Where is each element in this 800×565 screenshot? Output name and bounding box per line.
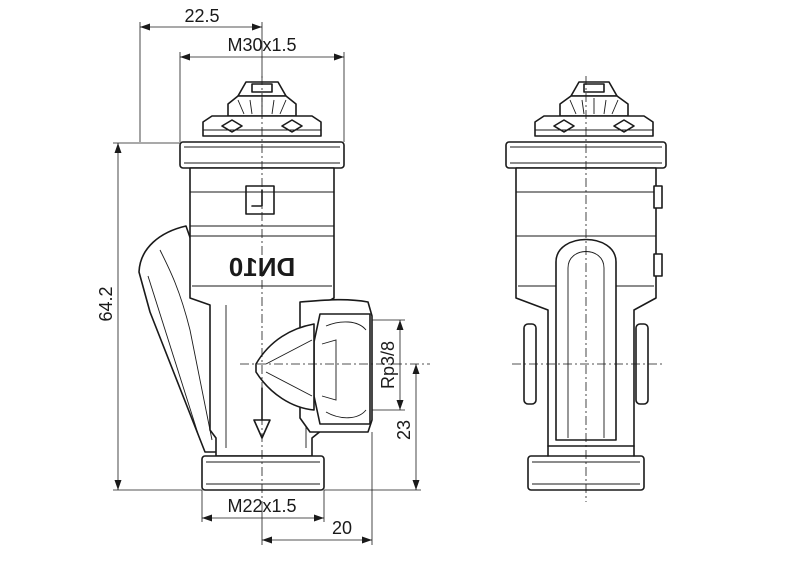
dim-thread-top: M30x1.5: [227, 35, 296, 55]
side-view: [505, 76, 667, 502]
dim-width-head: 22.5: [184, 6, 219, 26]
emblem-box: [245, 185, 275, 215]
front-view: DN10: [138, 76, 430, 502]
conical-spout: [255, 323, 315, 411]
dim-height-total: 64.2: [96, 286, 116, 321]
side-outlet-nut: [299, 298, 373, 433]
dim-thread-side: Rp3/8: [378, 341, 398, 389]
dim-offset-bottom: 20: [332, 518, 352, 538]
dim-height-outlet: 23: [394, 420, 414, 440]
dimension-lines: 22.5 M30x1.5 64.2 Rp3/8 23 M22: [96, 6, 421, 545]
bottom-nut: [201, 455, 325, 491]
